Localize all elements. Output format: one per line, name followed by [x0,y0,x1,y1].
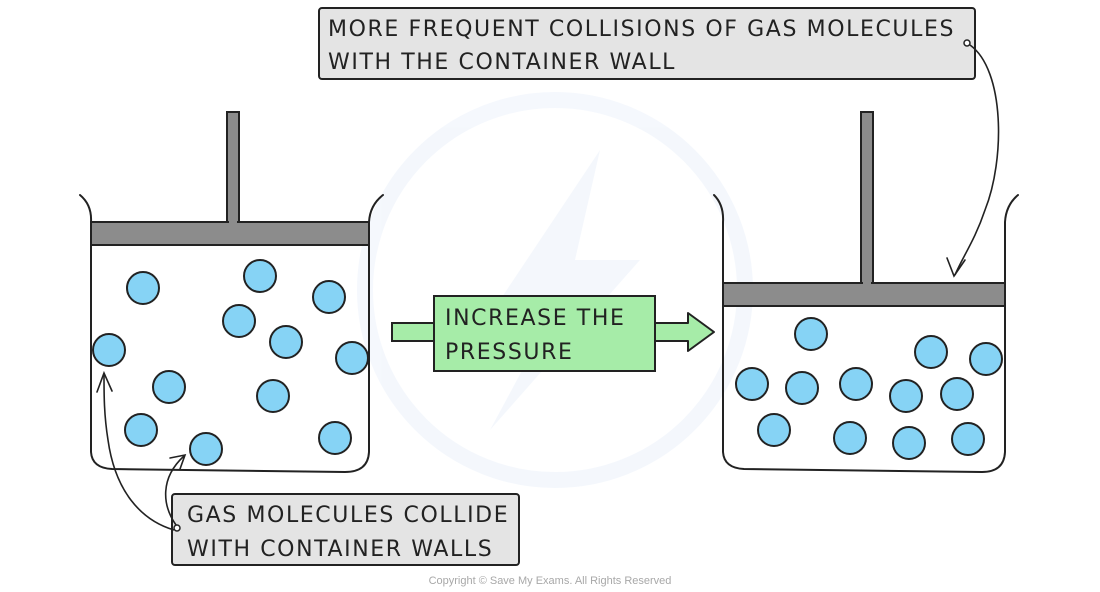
right-container-walls [713,194,1019,474]
top-callout-arrowhead [946,257,966,278]
bottom-callout-pointer-2 [164,455,185,526]
gas-molecule [785,371,819,405]
gas-molecule [189,432,223,466]
gas-molecule [940,377,974,411]
gas-molecule [256,379,290,413]
bottom-callout: GAS MOLECULES COLLIDE WITH CONTAINER WAL… [96,370,520,566]
top-callout-pointer-dot [963,39,971,47]
arrow-label-line2: PRESSURE [445,340,573,365]
bottom-callout-line2: WITH CONTAINER WALLS [187,537,493,562]
left-piston [90,111,370,246]
gas-molecule [124,413,158,447]
gas-molecule [243,259,277,293]
arrow-tail [391,322,437,342]
arrow-head [653,312,715,352]
arrow-label-line1: INCREASE THE [445,306,625,331]
bottom-callout-pointer-1 [103,374,175,531]
right-piston [722,111,1006,307]
gas-molecule [318,421,352,455]
bottom-callout-line1: GAS MOLECULES COLLIDE [187,503,509,528]
gas-molecule [222,304,256,338]
gas-molecule [269,325,303,359]
top-callout-line2: WITH THE CONTAINER WALL [328,50,676,75]
copyright-notice: Copyright © Save My Exams. All Rights Re… [428,575,672,587]
left-container [79,111,384,474]
top-callout-pointer [954,44,1000,276]
gas-molecule [889,379,923,413]
gas-molecule [892,426,926,460]
gas-molecule [914,335,948,369]
gas-molecule [951,422,985,456]
top-callout-box [318,7,976,80]
watermark-logo [357,92,753,488]
top-callout-line1: MORE FREQUENT COLLISIONS OF GAS MOLECULE… [328,17,955,42]
bottom-callout-arrowhead-2 [169,453,187,470]
gas-molecule [152,370,186,404]
gas-molecule [312,280,346,314]
gas-molecule [969,342,1003,376]
gas-molecule [833,421,867,455]
left-piston-rod [226,111,240,225]
gas-molecule [335,341,369,375]
gas-molecule [735,367,769,401]
right-container [713,111,1019,474]
arrow-label-box [433,295,656,372]
increase-pressure-arrow: INCREASE THE PRESSURE [391,295,715,372]
gas-molecule [839,367,873,401]
right-piston-rod [860,111,874,286]
gas-molecule [126,271,160,305]
bottom-callout-pointer-dot [173,524,181,532]
right-piston-plate [722,282,1006,307]
right-molecules [735,317,1003,460]
left-container-walls [79,194,384,474]
gas-molecule [794,317,828,351]
gas-molecule [757,413,791,447]
bottom-callout-arrowhead-1 [96,370,113,393]
top-callout: MORE FREQUENT COLLISIONS OF GAS MOLECULE… [318,7,1000,278]
gas-molecule [92,333,126,367]
left-piston-plate [90,221,370,246]
left-molecules [92,259,369,466]
